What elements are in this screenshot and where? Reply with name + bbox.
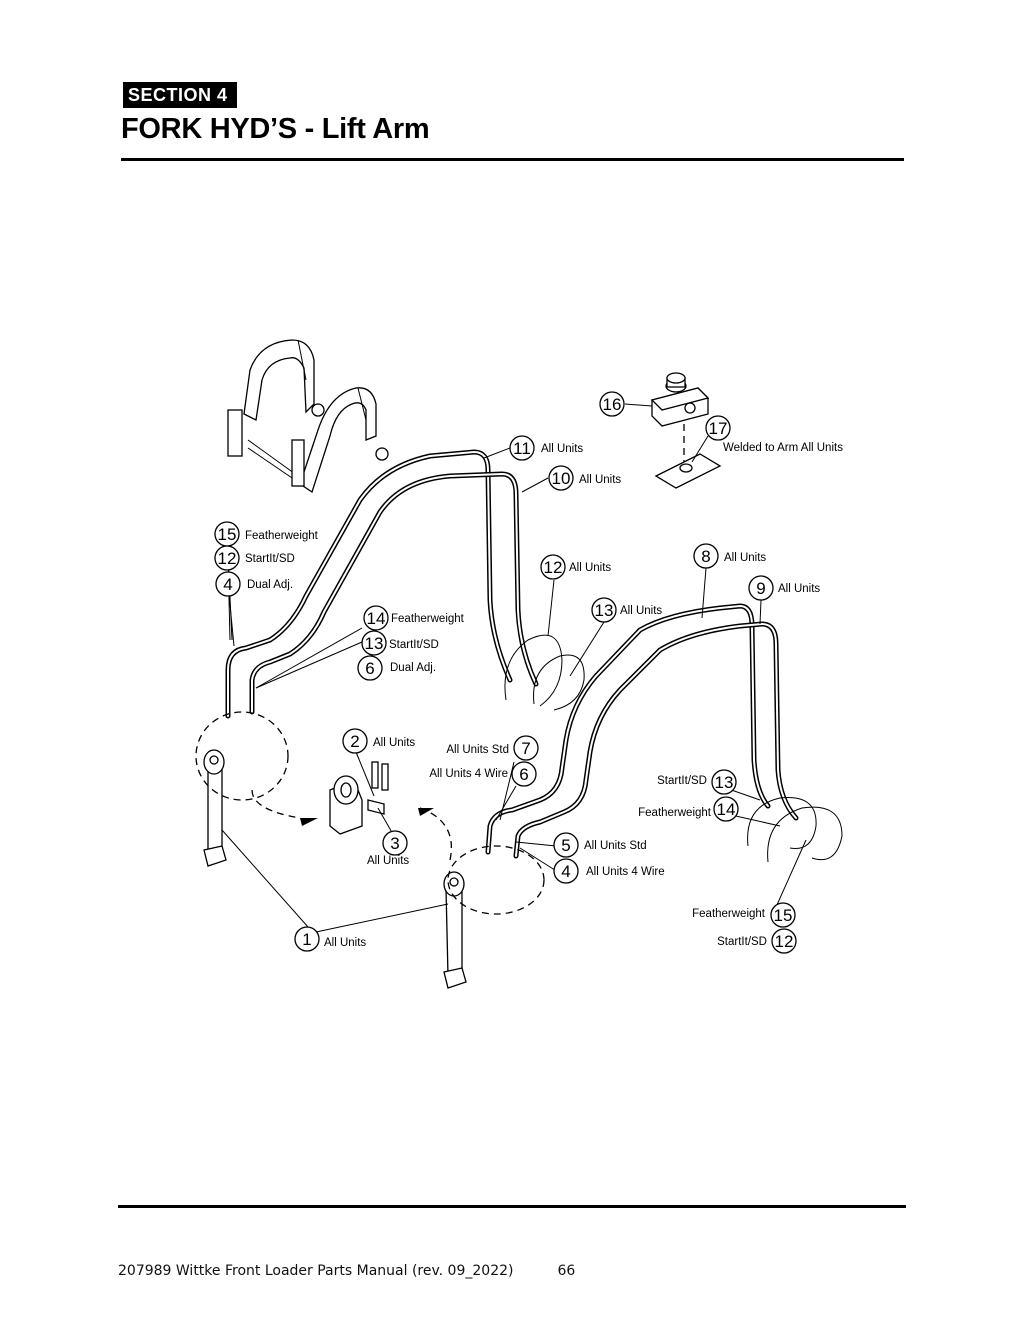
svg-text:All Units: All Units [569,562,611,574]
svg-text:All Units: All Units [579,474,621,486]
svg-text:2: 2 [350,732,359,751]
svg-text:Welded to Arm All Units: Welded to Arm All Units [723,442,843,454]
valve-assembly-part [329,761,389,835]
svg-text:All Units 4 Wire: All Units 4 Wire [429,768,508,780]
cylinder-right [443,871,467,989]
header-rule [121,158,904,161]
callout-10: 10 All Units [548,465,621,491]
svg-text:16: 16 [603,395,622,414]
svg-text:1: 1 [302,930,311,949]
svg-text:Featherweight: Featherweight [692,908,766,920]
callout-13-middle: 13 All Units [591,597,662,623]
svg-text:Featherweight: Featherweight [391,613,465,625]
flow-arrow-left [251,789,301,819]
weld-nut [679,463,693,473]
arrow-head-right [418,808,434,816]
section-badge: SECTION 4 [123,82,237,108]
svg-text:4: 4 [223,575,232,594]
svg-text:StartIt/SD: StartIt/SD [717,936,767,948]
callout-3: 3 All Units [367,830,409,867]
hose-group-right [485,603,843,863]
callout-5: 5 All Units Std [553,832,647,858]
callout-1: 1 All Units [294,926,366,952]
svg-text:Featherweight: Featherweight [245,530,319,542]
svg-text:4: 4 [561,862,570,881]
svg-text:Featherweight: Featherweight [638,807,712,819]
svg-text:14: 14 [367,609,386,628]
svg-text:9: 9 [756,579,765,598]
callout-2: 2 All Units [342,728,415,754]
callout-14-left: 14 Featherweight [363,605,465,631]
svg-text:All Units: All Units [373,737,415,749]
svg-text:StartIt/SD: StartIt/SD [389,639,439,651]
footer-document-title: 207989 Wittke Front Loader Parts Manual … [118,1263,514,1279]
callout-7: 7 All Units Std [446,735,539,761]
svg-text:StartIt/SD: StartIt/SD [245,553,295,565]
svg-text:6: 6 [519,765,528,784]
svg-text:StartIt/SD: StartIt/SD [657,775,707,787]
callout-11: 11 All Units [509,435,583,461]
callout-17: 17 Welded to Arm All Units [705,415,843,454]
mount-block-part [650,372,710,427]
callout-15-lower-right: 15 Featherweight [692,902,796,928]
svg-text:Dual Adj.: Dual Adj. [247,579,293,591]
svg-text:All Units Std: All Units Std [446,744,509,756]
callout-4-right: 4 All Units 4 Wire [553,858,665,884]
callout-8: 8 All Units [693,543,766,569]
callout-14-right: 14 Featherweight [638,796,739,822]
svg-text:6: 6 [365,659,374,678]
detail-circle-left [195,711,289,801]
footer-rule [118,1205,906,1208]
flow-arrow-right [419,807,452,861]
svg-text:All Units: All Units [778,583,820,595]
svg-text:12: 12 [218,549,237,568]
page-title: FORK HYD’S - Lift Arm [121,113,430,145]
svg-text:5: 5 [561,836,570,855]
svg-text:7: 7 [521,739,530,758]
svg-text:11: 11 [513,439,531,458]
svg-text:15: 15 [774,906,793,925]
callout-6-right: 6 All Units 4 Wire [429,761,537,787]
callout-12-middle: 12 All Units [540,554,611,580]
svg-text:12: 12 [775,932,794,951]
svg-text:All Units: All Units [324,937,366,949]
svg-text:15: 15 [218,525,237,544]
arrow-head-left [300,818,318,826]
callout-12-lower-right: 12 StartIt/SD [717,928,797,954]
callout-13-right: 13 StartIt/SD [657,769,737,795]
lift-arm-overview-illustration [227,339,389,494]
callout-6-left: 6 Dual Adj. [357,655,436,681]
svg-text:8: 8 [701,547,710,566]
svg-text:All Units: All Units [367,855,409,867]
hose-group-left [225,449,585,719]
page-number: 66 [557,1263,576,1279]
svg-text:17: 17 [709,419,728,438]
svg-text:All Units: All Units [620,605,662,617]
callout-4-upper-left: 4 Dual Adj. [215,571,293,597]
svg-text:10: 10 [552,469,571,488]
callout-15-upper-left: 15 Featherweight [214,521,319,547]
svg-text:All Units: All Units [724,552,766,564]
svg-text:13: 13 [365,634,384,653]
detail-circle-right [447,845,545,915]
svg-text:All Units Std: All Units Std [584,840,647,852]
svg-text:13: 13 [595,601,614,620]
svg-text:Dual Adj.: Dual Adj. [390,662,436,674]
callout-13-left: 13 StartIt/SD [361,630,439,656]
callout-12-upper-left: 12 StartIt/SD [214,545,295,571]
svg-text:13: 13 [715,773,734,792]
svg-text:All Units: All Units [541,443,583,455]
svg-text:14: 14 [717,800,736,819]
svg-text:All Units 4 Wire: All Units 4 Wire [586,866,665,878]
callout-16: 16 [599,391,625,417]
callout-9: 9 All Units [748,575,820,601]
svg-text:12: 12 [544,558,563,577]
svg-text:3: 3 [390,834,399,853]
footer: 207989 Wittke Front Loader Parts Manual … [118,1263,575,1279]
cylinder-left [203,749,227,867]
